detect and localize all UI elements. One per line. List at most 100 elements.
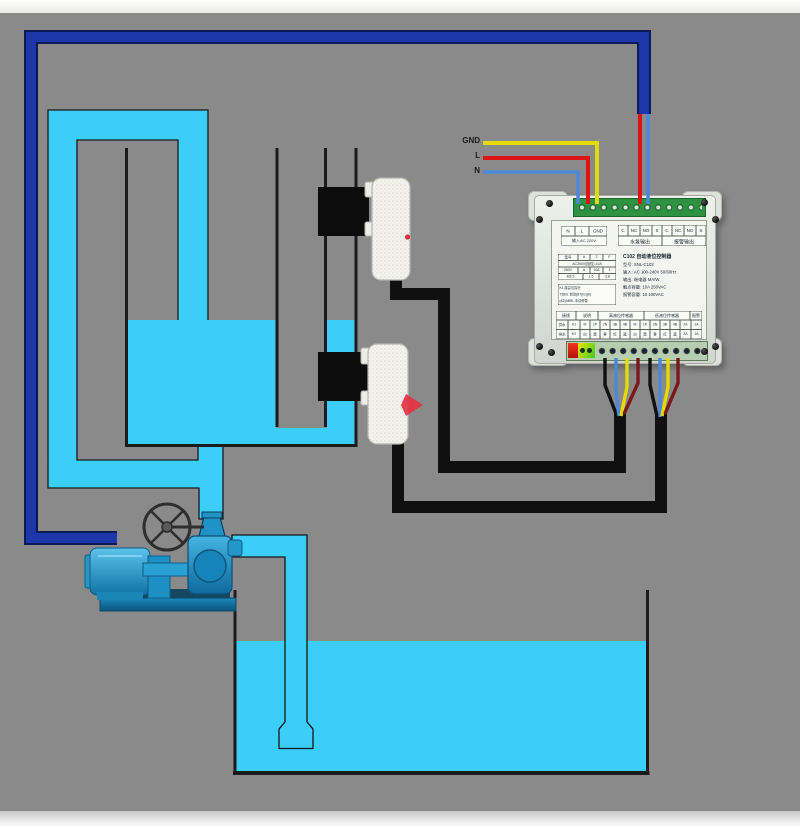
- wiring-cell: 红: [660, 329, 670, 339]
- note-line: K1 接高位探头: [559, 286, 581, 291]
- output-group-label: 水泵输出: [618, 236, 662, 246]
- wiring-cell: 白: [580, 329, 590, 339]
- top-terminal-strip: [573, 198, 706, 217]
- suction-pipe: [231, 534, 314, 750]
- high-sensor-led: [404, 234, 411, 240]
- fuse-cell: 3.8: [599, 273, 616, 280]
- upper-tank-water: [128, 320, 355, 444]
- fuse-cell: 2: [590, 254, 603, 261]
- spec-line: 输出: 继电器 MA/W: [623, 277, 660, 282]
- fuse-table: 型号 A 2 F AC250V(阻性) 10A 250V A 10A 1: [558, 254, 616, 280]
- terminal-label: L: [575, 226, 589, 236]
- high-sensor-wire-black: [603, 358, 619, 417]
- output-terminal-table: C NC NO S C NC NO S 水泵输出 报警输出: [618, 225, 706, 246]
- low-sensor-wire-black: [648, 358, 659, 417]
- wiring-cell: M: [630, 320, 640, 330]
- fuse-cell: M3.5: [558, 273, 583, 280]
- low-sensor-indicator: [401, 394, 423, 416]
- board-screw: [536, 343, 543, 350]
- wiring-header: 高液位传感器: [598, 311, 644, 320]
- neutral-label: N: [474, 166, 480, 175]
- gnd-label: GND: [462, 136, 480, 145]
- fuse-cell: 1.5: [583, 273, 599, 280]
- wiring-cell: 黄: [600, 329, 610, 339]
- wiring-cell: 黄: [650, 329, 660, 339]
- spec-line: 输入: AC 100-240V 50/60Hz: [623, 269, 677, 275]
- high-float-sensor: [364, 177, 411, 281]
- board-title: C102 自动液位控制器: [623, 254, 672, 260]
- input-terminal-table: N L GND 输入AC 220V: [561, 226, 607, 246]
- pump: [84, 502, 243, 612]
- high-sensor-wire-yellow: [619, 358, 629, 417]
- wiring-cell: 1P: [640, 320, 650, 330]
- spec-line: 触点容量: 10A 250VAC: [623, 284, 667, 290]
- fuse-cell: AC250V(阻性) 10A: [558, 260, 616, 267]
- bottom-edge-band: [0, 811, 800, 827]
- wiring-cell: K1: [568, 320, 580, 330]
- lower-tank-walls: [233, 590, 650, 775]
- wiring-cell: 1A: [691, 329, 702, 339]
- board-screw: [712, 343, 719, 350]
- wiring-header: 报警: [690, 311, 702, 320]
- board-label: N L GND 输入AC 220V C NC NO S C: [551, 220, 707, 340]
- controller-board: N L GND 输入AC 220V C NC NO S C: [528, 191, 722, 366]
- wiring-cell: 3B: [660, 320, 670, 330]
- wiring-cell: 蓝: [670, 329, 680, 339]
- terminal-screws: [577, 201, 702, 214]
- terminal-label: NC: [628, 225, 640, 236]
- fuse-cell: F: [603, 254, 616, 261]
- wire-live: [483, 156, 590, 204]
- board-screw: [536, 216, 543, 223]
- pump-pedestal: [147, 555, 171, 599]
- wiring-table: 接线 说明 高液位传感器 低液位传感器 报警 供水 K1 M 1P 2N 3B …: [556, 311, 704, 339]
- wiring-cell: 1A: [691, 320, 702, 330]
- board-screw: [546, 200, 553, 207]
- low-sensor-cable: [392, 413, 667, 513]
- fuse-cell: A: [578, 267, 590, 274]
- valve-flange: [201, 511, 223, 519]
- wiring-cell: 红: [610, 329, 620, 339]
- board-screw: [712, 216, 719, 223]
- spec-line: 报警容量: 10 100VAC: [623, 292, 664, 297]
- wiring-cell: 蓝: [620, 329, 630, 339]
- wiring-cell: 黑: [590, 329, 600, 339]
- high-sensor-cable: [390, 276, 626, 473]
- wiring-cell: 供水: [556, 320, 568, 330]
- wiring-note: K1 接高位探头 T580L 自动(B7)(G)(K) (K2)ABRL 手动停…: [558, 284, 616, 305]
- note-line: T580L 自动(B7)(G)(K): [559, 293, 592, 297]
- wiring-cell: 4B: [620, 320, 630, 330]
- board-specs: 型号: SNL-C102 输入: AC 100-240V 50/60Hz 输出:…: [623, 261, 676, 299]
- live-label: L: [475, 151, 480, 160]
- wiring-header: 说明: [576, 311, 598, 320]
- terminal-screws: [597, 344, 705, 358]
- wiring-cell: 2N: [600, 320, 610, 330]
- wiring-header: 低液位传感器: [644, 311, 690, 320]
- wiring-cell: 3B: [610, 320, 620, 330]
- wiring-cell: 2A: [680, 329, 691, 339]
- board-label-content: N L GND 输入AC 220V C NC NO S C: [554, 223, 706, 339]
- terminal-label: NO: [684, 225, 696, 236]
- terminal-label: S: [652, 225, 662, 236]
- terminal-label: NC: [672, 225, 684, 236]
- wiring-cell: 排水: [556, 329, 568, 339]
- fuse-cell: 1: [603, 267, 616, 274]
- wiring-cell: 1P: [590, 320, 600, 330]
- power-cable: [26, 32, 649, 543]
- low-sensor-wire-red: [663, 358, 680, 415]
- pump-shaft: [142, 562, 194, 577]
- wiring-cell: 白: [630, 329, 640, 339]
- terminal-label: GND: [589, 226, 607, 236]
- spec-line: 型号: SNL-C102: [623, 262, 654, 267]
- low-float-sensor: [360, 343, 423, 445]
- supply-pipe-loop: [47, 109, 224, 520]
- wire-neutral: [483, 170, 580, 204]
- output-group-label: 报警输出: [662, 236, 706, 246]
- pump-volute: [193, 549, 227, 583]
- wiring-cell: 2N: [650, 320, 660, 330]
- wiring-cell: 黑: [640, 329, 650, 339]
- wiring-cell: 2A: [680, 320, 691, 330]
- motor-feet: [97, 592, 143, 600]
- board-screw: [701, 199, 708, 206]
- pump-inlet-flange: [227, 539, 243, 557]
